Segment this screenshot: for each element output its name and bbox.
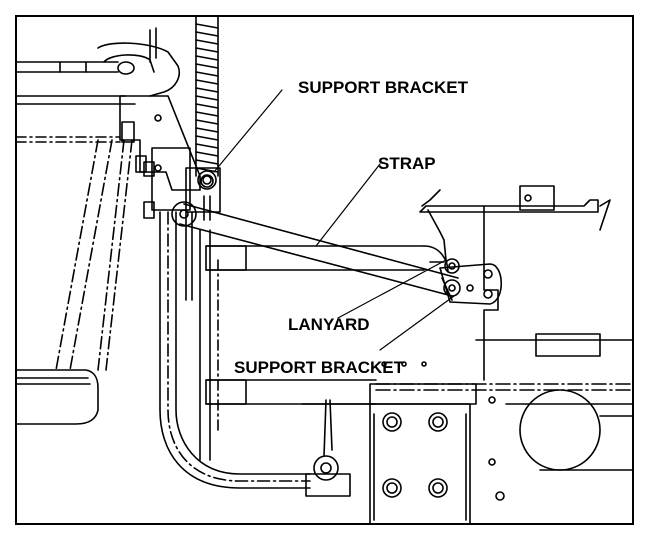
strap [171,201,461,297]
support-bracket-lower [301,361,505,524]
upper-cross-bar [205,245,425,271]
lanyard-plate [427,209,502,305]
frame-legs [55,139,133,371]
label-lanyard: LANYARD [288,315,370,334]
support-bracket-upper [185,167,221,221]
label-support-bracket-top: SUPPORT BRACKET [298,78,469,97]
chassis [375,333,633,471]
vertical-tube [159,211,311,489]
step-plate [16,369,99,425]
spring [195,16,219,190]
seat-platform [16,27,180,143]
seat-bracket-plate [119,95,201,219]
label-support-bracket-bottom: SUPPORT BRACKET [234,358,405,377]
label-strap: STRAP [378,154,436,173]
leader-lines [213,89,455,351]
linchpin [305,399,351,497]
